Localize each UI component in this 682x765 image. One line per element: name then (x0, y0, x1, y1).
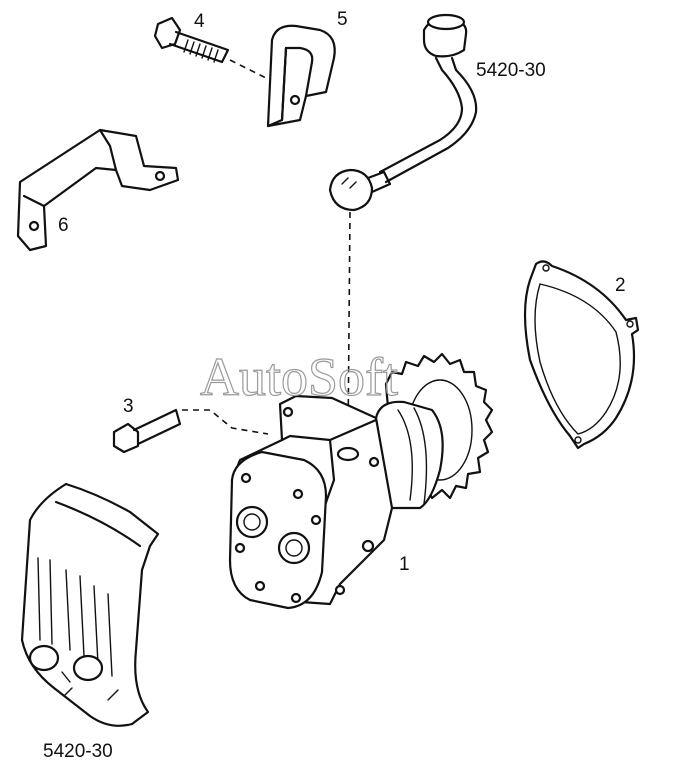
watermark: AutoSoft (200, 347, 398, 407)
part-bolt-4 (153, 16, 271, 81)
callout-1: 1 (399, 554, 410, 575)
part-clamp-5 (266, 24, 336, 128)
fuel-line-assembly (328, 13, 478, 441)
part-pump-1 (228, 352, 494, 610)
ref-label-cover: 5420-30 (43, 741, 113, 762)
callout-3: 3 (123, 396, 134, 417)
callout-5: 5 (337, 9, 348, 30)
part-gasket-2 (523, 260, 640, 450)
part-cover (20, 482, 160, 727)
callout-2: 2 (615, 275, 626, 296)
part-bracket-6 (16, 128, 180, 252)
callout-4: 4 (194, 11, 205, 32)
callout-6: 6 (58, 215, 69, 236)
part-bolt-3 (112, 408, 269, 454)
ref-label-fuel-line: 5420-30 (476, 60, 546, 81)
